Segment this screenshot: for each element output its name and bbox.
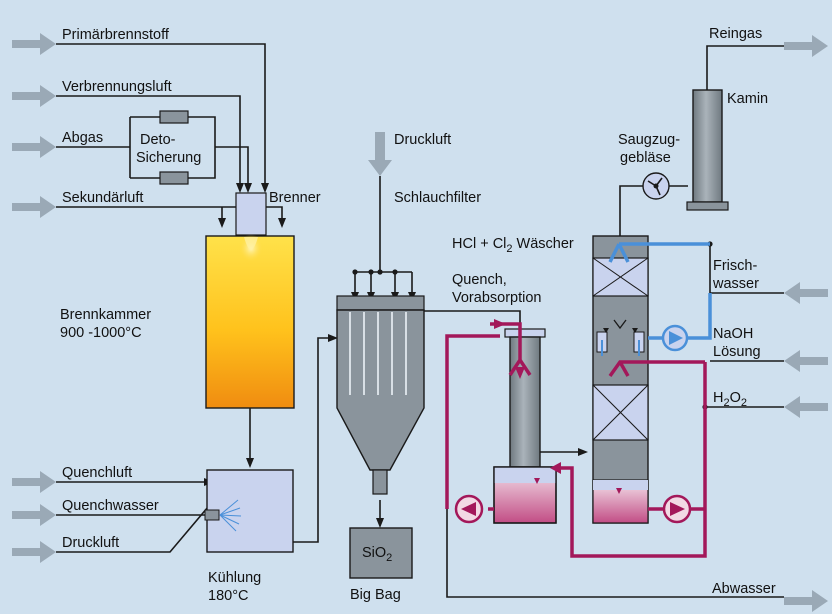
label-kuehlung: Kühlung [208, 570, 261, 586]
process-lines [56, 43, 784, 598]
arrow-reingas [784, 35, 828, 57]
label-saugzug-2: gebläse [620, 150, 671, 166]
label-deto-1: Deto- [140, 132, 176, 148]
arrow-quenchwasser [12, 504, 56, 526]
label-quench: Quench, [452, 272, 507, 288]
arrow-sekundaerluft [12, 196, 56, 218]
label-schlauchfilter: Schlauchfilter [394, 190, 481, 206]
arrow-druckluft-unten [12, 541, 56, 563]
line-filter-quench [424, 310, 521, 326]
naoh-pump [661, 324, 689, 352]
arrow-naoh [784, 350, 828, 372]
umwaelzpumpe-waescher [662, 494, 692, 524]
arrow-quenchluft [12, 471, 56, 493]
kamin [686, 89, 729, 211]
label-quenchluft: Quenchluft [62, 465, 132, 481]
label-abwasser: Abwasser [712, 581, 776, 597]
arrow-druckluft-oben [368, 132, 392, 176]
umwaelzpumpe-quench [454, 494, 484, 524]
label-kamin: Kamin [727, 91, 768, 107]
label-big-bag: Big Bag [350, 587, 401, 603]
quench [493, 328, 557, 524]
line-abwasser [446, 509, 784, 598]
label-naoh-2: Lösung [713, 344, 761, 360]
line-druckluft-unten [56, 506, 209, 553]
label-saugzug-1: Saugzug- [618, 132, 680, 148]
big-bag [349, 527, 413, 579]
brennkammer [205, 234, 295, 409]
brenner [235, 192, 267, 236]
filter-bags [349, 312, 407, 395]
saugzug-geblaese [642, 172, 670, 200]
line-abgas [56, 116, 249, 190]
label-sekundaerluft: Sekundärluft [62, 190, 143, 206]
label-waescher: HCl + Cl2 Wäscher [452, 236, 574, 255]
label-primaerbrennstoff: Primärbrennstoff [62, 27, 170, 43]
arrow-h2o2 [784, 396, 828, 418]
arrow-abgas [12, 136, 56, 158]
arrow-abwasser [784, 590, 828, 612]
arrow-primaerbrennstoff [12, 33, 56, 55]
labels: Primärbrennstoff Verbrennungsluft Abgas … [60, 26, 776, 604]
line-kuehlung-filter [293, 337, 334, 543]
input-arrows-right [784, 282, 828, 418]
label-frischwasser-1: Frisch- [713, 258, 757, 274]
line-kamin-reingas [706, 45, 784, 90]
output-arrows [368, 35, 828, 612]
magenta-arrow-heads [494, 319, 561, 474]
label-kuehlung-temp: 180°C [208, 588, 248, 604]
input-arrows [12, 33, 56, 563]
label-naoh-1: NaOH [713, 326, 753, 342]
frischwasser-line [608, 242, 712, 340]
label-frischwasser-2: wasser [712, 276, 759, 292]
label-abgas: Abgas [62, 130, 103, 146]
label-druckluft-oben: Druckluft [394, 132, 451, 148]
line-primaerbrennstoff [56, 43, 266, 190]
line-verbrennungsluft [56, 95, 241, 190]
kuehlung [204, 469, 294, 553]
label-brennkammer-temp: 900 -1000°C [60, 325, 142, 341]
hcl-waescher [592, 235, 649, 524]
label-druckluft-unten: Druckluft [62, 535, 119, 551]
label-verbrennungsluft: Verbrennungsluft [62, 79, 172, 95]
umlauf-leitungen [445, 322, 707, 558]
label-brennkammer: Brennkammer [60, 307, 151, 323]
label-quenchwasser: Quenchwasser [62, 498, 159, 514]
schlauchfilter [336, 295, 425, 495]
label-sio2: SiO2 [362, 545, 392, 564]
arrow-verbrennungsluft [12, 85, 56, 107]
label-reingas: Reingas [709, 26, 762, 42]
label-vorabsorption: Vorabsorption [452, 290, 541, 306]
line-scrubber-saugzug [619, 185, 643, 236]
line-druckluft-filter [354, 176, 413, 298]
label-deto-2: Sicherung [136, 150, 201, 166]
deto-sicherung [159, 110, 189, 185]
spray-nozzle [219, 499, 242, 532]
label-brenner: Brenner [269, 190, 321, 206]
label-h2o2: H2O2 [713, 390, 747, 409]
arrow-frischwasser [784, 282, 828, 304]
